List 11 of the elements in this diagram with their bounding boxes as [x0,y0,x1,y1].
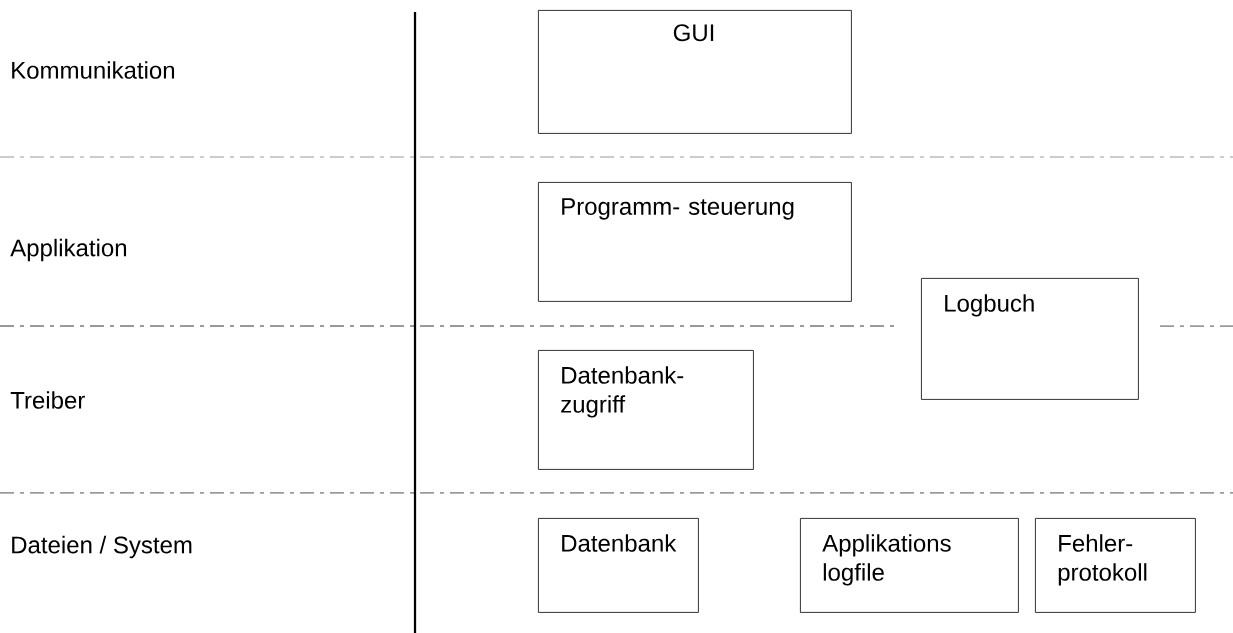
layer-label: Dateien / System [12,535,192,559]
layer-box: Logbuch [921,278,1139,400]
layer-label: Kommunikation [12,61,175,79]
layer-box: GUI [538,10,852,134]
layer-box: Datenbank [538,518,699,613]
layer-label: Applikation [10,238,127,262]
layer-label: Treiber [10,391,85,409]
layer-box: Programm- steuerung [538,182,852,302]
layer-box: Fehler- protokoll [1035,518,1196,613]
layer-box: Datenbank- zugriff [538,350,754,470]
layer-box: Applikations logfile [800,518,1019,613]
